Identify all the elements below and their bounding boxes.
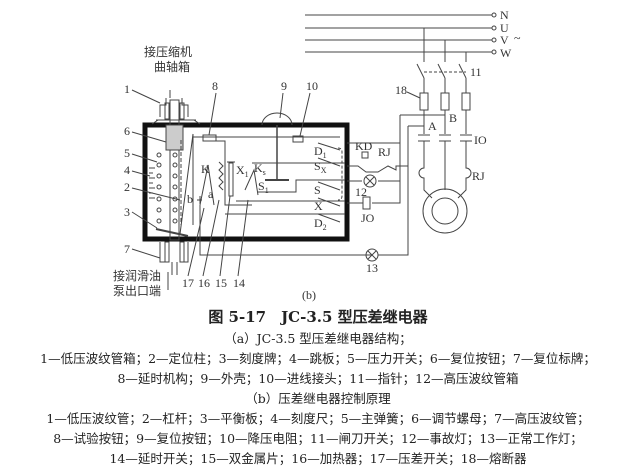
phase-w: W (500, 46, 512, 60)
ac-symbol: ~ (514, 31, 521, 45)
caption-b-line2: 8—试验按钮；9—复位按钮；10—降压电阻；11—闸刀开关；12—事故灯；13—… (53, 431, 583, 446)
label-15: 15 (215, 276, 227, 290)
label-10: 10 (306, 79, 318, 93)
motor-circuit: 11 18 A B IO RJ (372, 28, 487, 256)
switch-s-label: S (314, 183, 321, 197)
caption-b-line3: 14—延时开关；15—双金属片；16—加热器；17—压差开关；18—熔断器 (109, 451, 527, 466)
label-5: 5 (124, 146, 130, 160)
node-b: B (449, 111, 457, 125)
caption-b-heading: （b）压差继电器控制原理 (245, 391, 391, 406)
caption-a-heading: （a）JC-3.5 型压差继电器结构； (224, 331, 412, 346)
label-8: 8 (212, 79, 218, 93)
thermal-relay-rj-label: RJ (472, 169, 485, 183)
inlet-bottom-line1: 接润滑油 (113, 268, 161, 283)
label-2: 2 (124, 180, 130, 194)
label-1: 1 (124, 82, 130, 96)
relay-housing: 9 10 (142, 79, 372, 290)
leader-lines (131, 89, 249, 277)
label-s1: S1 (258, 179, 269, 195)
node-a: A (428, 119, 437, 133)
figure-title: 图 5-17 JC-3.5 型压差继电器 (208, 308, 428, 326)
switch-d2-label: D2 (314, 216, 327, 232)
normal-lamp-icon (365, 248, 379, 262)
label-ks: Ks (254, 161, 266, 177)
label-k: K (201, 162, 210, 176)
caption-a-line1: 1—低压波纹管箱；2—定位柱；3—刻度牌；4—跳板；5—压力开关；6—复位按钮；… (40, 351, 596, 366)
diagram-labels: 接压缩机 曲轴箱 接润滑油 泵出口端 1 6 5 4 2 3 7 8 17 16… (113, 44, 327, 302)
label-14: 14 (233, 276, 245, 290)
fault-lamp-icon (363, 174, 377, 188)
label-3: 3 (124, 205, 130, 219)
label-16: 16 (198, 276, 210, 290)
kd-label: KD (355, 139, 373, 153)
label-17: 17 (182, 276, 194, 290)
caption-a-line2: 8—延时机构；9—外壳；10—进线接头；11—指针；12—高压波纹管箱 (117, 371, 519, 386)
inlet-top-line1: 接压缩机 (144, 44, 192, 59)
label-6: 6 (124, 124, 130, 138)
label-12: 12 (355, 185, 367, 199)
label-7: 7 (124, 242, 130, 256)
label-9: 9 (281, 79, 287, 93)
motor-icon (422, 188, 468, 234)
label-b: b (187, 192, 193, 206)
supply-lines: N U V W ~ (305, 8, 521, 60)
jo-label: JO (361, 211, 375, 225)
phase-n: N (500, 8, 509, 22)
control-circuit: KD RJ 12 JO 13 (347, 139, 408, 275)
inlet-top-line2: 曲轴箱 (154, 59, 190, 74)
rj-label: RJ (378, 145, 391, 159)
label-18: 18 (395, 83, 407, 97)
inlet-bottom-line2: 泵出口端 (113, 284, 161, 298)
switch-d1-label: D1 (314, 144, 327, 160)
label-a: a (208, 187, 214, 201)
label-x1: X1 (236, 163, 249, 179)
phase-u: U (500, 21, 509, 35)
relay-control-diagram: N U V W ~ 11 18 A B IO RJ 9 1 (113, 8, 521, 302)
label-11: 11 (470, 65, 482, 79)
contactor-io-label: IO (474, 133, 487, 147)
label-4: 4 (124, 163, 130, 177)
label-13: 13 (366, 261, 378, 275)
caption-b-line1: 1—低压波纹管；2—杠杆；3—平衡板；4—刻度尺；5—主弹簧；6—调节螺母；7—… (46, 411, 590, 426)
switch-x-label: X (314, 199, 323, 213)
sub-figure-label: (b) (302, 288, 316, 302)
switch-sx-label: SX (314, 159, 327, 175)
internal-switches (317, 142, 343, 223)
phase-v: V (500, 33, 509, 47)
